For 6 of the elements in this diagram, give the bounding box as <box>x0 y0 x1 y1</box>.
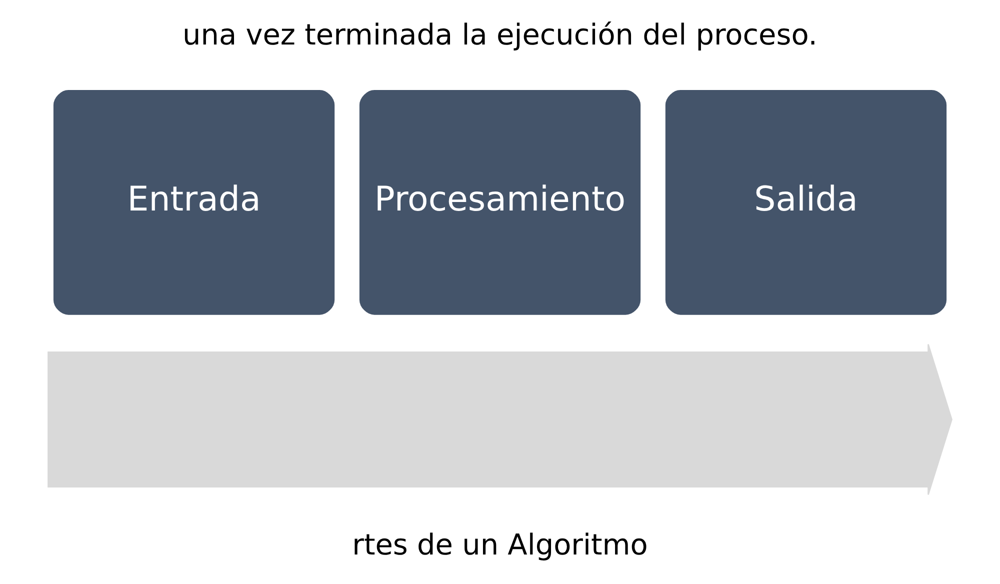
node-box: Procesamiento <box>358 88 642 316</box>
node-arrow <box>48 344 952 496</box>
node-box: Entrada <box>52 88 336 316</box>
label: una vez terminada la ejecución del proceso. <box>182 17 818 52</box>
node-box: Salida <box>664 88 948 316</box>
label: rtes de un Algoritmo <box>352 527 648 562</box>
